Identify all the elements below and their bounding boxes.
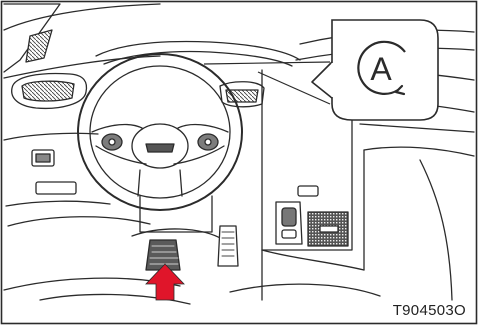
- switch-panel-left-a-face: [36, 154, 50, 162]
- gear-selector-knob: [282, 208, 296, 226]
- figure-reference-code: T904503O: [391, 302, 468, 319]
- auto-hold-letter: A: [370, 51, 392, 87]
- wheel-button-left-center: [109, 139, 115, 145]
- storage-slot: [320, 226, 338, 232]
- steering-logo: [146, 144, 174, 152]
- wheel-button-right-center: [205, 139, 211, 145]
- brake-pedal: [146, 240, 180, 270]
- air-vent-left-grille: [22, 81, 74, 101]
